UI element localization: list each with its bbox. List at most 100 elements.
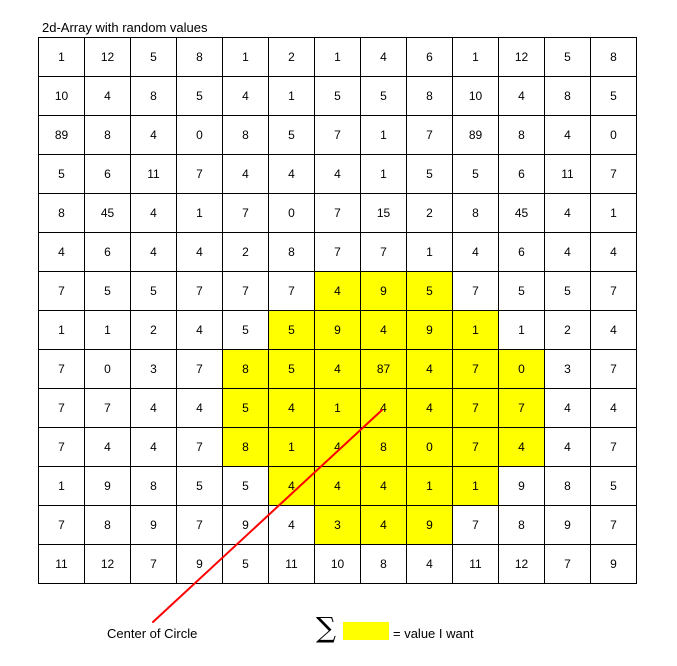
legend-swatch bbox=[343, 622, 389, 640]
grid-cell: 2 bbox=[130, 310, 177, 350]
highlighted-cell: 0 bbox=[406, 427, 453, 467]
highlighted-cell: 4 bbox=[268, 466, 315, 506]
grid-cell: 5 bbox=[84, 271, 131, 311]
highlighted-cell: 4 bbox=[268, 388, 315, 428]
grid-cell: 0 bbox=[176, 115, 223, 155]
grid-cell: 6 bbox=[84, 232, 131, 272]
grid-cell: 7 bbox=[590, 349, 637, 389]
grid-cell: 8 bbox=[84, 505, 131, 545]
grid-cell: 1 bbox=[268, 76, 315, 116]
grid-cell: 8 bbox=[544, 76, 591, 116]
grid-cell: 7 bbox=[84, 388, 131, 428]
grid-cell: 4 bbox=[176, 388, 223, 428]
highlighted-cell: 9 bbox=[406, 310, 453, 350]
grid-cell: 45 bbox=[498, 193, 545, 233]
grid-cell: 7 bbox=[360, 232, 407, 272]
highlighted-cell: 8 bbox=[360, 427, 407, 467]
grid-cell: 7 bbox=[268, 271, 315, 311]
grid-cell: 4 bbox=[176, 310, 223, 350]
grid-cell: 9 bbox=[176, 544, 223, 584]
grid-cell: 7 bbox=[590, 271, 637, 311]
grid-cell: 7 bbox=[130, 544, 177, 584]
grid-cell: 4 bbox=[360, 37, 407, 77]
grid-cell: 9 bbox=[498, 466, 545, 506]
highlighted-cell: 9 bbox=[406, 505, 453, 545]
highlighted-cell: 4 bbox=[406, 388, 453, 428]
grid-cell: 1 bbox=[360, 154, 407, 194]
grid-cell: 1 bbox=[452, 37, 499, 77]
grid-cell: 6 bbox=[498, 154, 545, 194]
grid-cell: 6 bbox=[498, 232, 545, 272]
grid-cell: 7 bbox=[38, 349, 85, 389]
grid-cell: 5 bbox=[590, 466, 637, 506]
grid-cell: 9 bbox=[590, 544, 637, 584]
grid-cell: 5 bbox=[222, 544, 269, 584]
grid-cell: 4 bbox=[590, 388, 637, 428]
grid-cell: 8 bbox=[498, 505, 545, 545]
grid-cell: 8 bbox=[452, 193, 499, 233]
grid-cell: 5 bbox=[314, 76, 361, 116]
highlighted-cell: 1 bbox=[452, 310, 499, 350]
grid-cell: 4 bbox=[84, 427, 131, 467]
grid-cell: 5 bbox=[498, 271, 545, 311]
grid-cell: 8 bbox=[360, 544, 407, 584]
highlighted-cell: 5 bbox=[268, 349, 315, 389]
grid-cell: 10 bbox=[452, 76, 499, 116]
grid-cell: 1 bbox=[360, 115, 407, 155]
grid-cell: 7 bbox=[406, 115, 453, 155]
highlighted-cell: 4 bbox=[360, 505, 407, 545]
highlighted-cell: 8 bbox=[222, 427, 269, 467]
grid-cell: 5 bbox=[222, 310, 269, 350]
grid-cell: 1 bbox=[38, 466, 85, 506]
grid-cell: 4 bbox=[544, 232, 591, 272]
grid-cell: 5 bbox=[544, 271, 591, 311]
highlighted-cell: 4 bbox=[314, 271, 361, 311]
grid-cell: 7 bbox=[38, 271, 85, 311]
highlighted-cell: 4 bbox=[314, 427, 361, 467]
grid-cell: 4 bbox=[544, 193, 591, 233]
grid-cell: 7 bbox=[590, 427, 637, 467]
grid-cell: 7 bbox=[176, 154, 223, 194]
grid-cell: 2 bbox=[544, 310, 591, 350]
grid-cell: 12 bbox=[84, 37, 131, 77]
grid-cell: 12 bbox=[498, 37, 545, 77]
grid-cell: 2 bbox=[222, 232, 269, 272]
grid-cell: 7 bbox=[314, 115, 361, 155]
grid-cell: 4 bbox=[130, 427, 177, 467]
highlighted-cell: 0 bbox=[498, 349, 545, 389]
grid-cell: 5 bbox=[590, 76, 637, 116]
grid-cell: 1 bbox=[222, 37, 269, 77]
legend-text: = value I want bbox=[393, 626, 474, 641]
grid-cell: 9 bbox=[544, 505, 591, 545]
highlighted-cell: 5 bbox=[406, 271, 453, 311]
grid-cell: 2 bbox=[268, 37, 315, 77]
grid-cell: 7 bbox=[222, 193, 269, 233]
grid-cell: 8 bbox=[544, 466, 591, 506]
grid-cell: 11 bbox=[268, 544, 315, 584]
grid-cell: 10 bbox=[38, 76, 85, 116]
highlighted-cell: 1 bbox=[268, 427, 315, 467]
grid-cell: 4 bbox=[590, 310, 637, 350]
grid-cell: 5 bbox=[452, 154, 499, 194]
grid-cell: 1 bbox=[590, 193, 637, 233]
grid-cell: 8 bbox=[130, 76, 177, 116]
highlighted-cell: 1 bbox=[406, 466, 453, 506]
grid-cell: 2 bbox=[406, 193, 453, 233]
grid-cell: 8 bbox=[130, 466, 177, 506]
grid-cell: 4 bbox=[130, 232, 177, 272]
grid-cell: 5 bbox=[406, 154, 453, 194]
grid-cell: 7 bbox=[176, 505, 223, 545]
grid-cell: 1 bbox=[406, 232, 453, 272]
grid-cell: 9 bbox=[84, 466, 131, 506]
grid-cell: 6 bbox=[406, 37, 453, 77]
grid-cell: 89 bbox=[38, 115, 85, 155]
grid-cell: 4 bbox=[544, 115, 591, 155]
grid-cell: 5 bbox=[38, 154, 85, 194]
grid-cell: 0 bbox=[590, 115, 637, 155]
grid-cell: 4 bbox=[590, 232, 637, 272]
